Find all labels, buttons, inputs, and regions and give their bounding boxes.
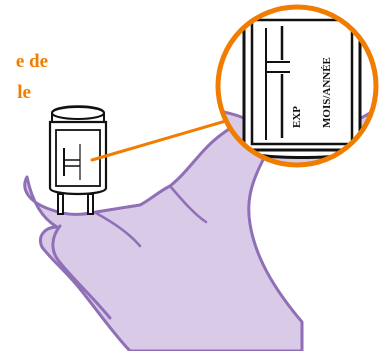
exp-label-text: EXP [291, 106, 303, 128]
vial-icon [50, 106, 106, 214]
date-format-text: MOIS/ANNÉE [321, 57, 333, 128]
